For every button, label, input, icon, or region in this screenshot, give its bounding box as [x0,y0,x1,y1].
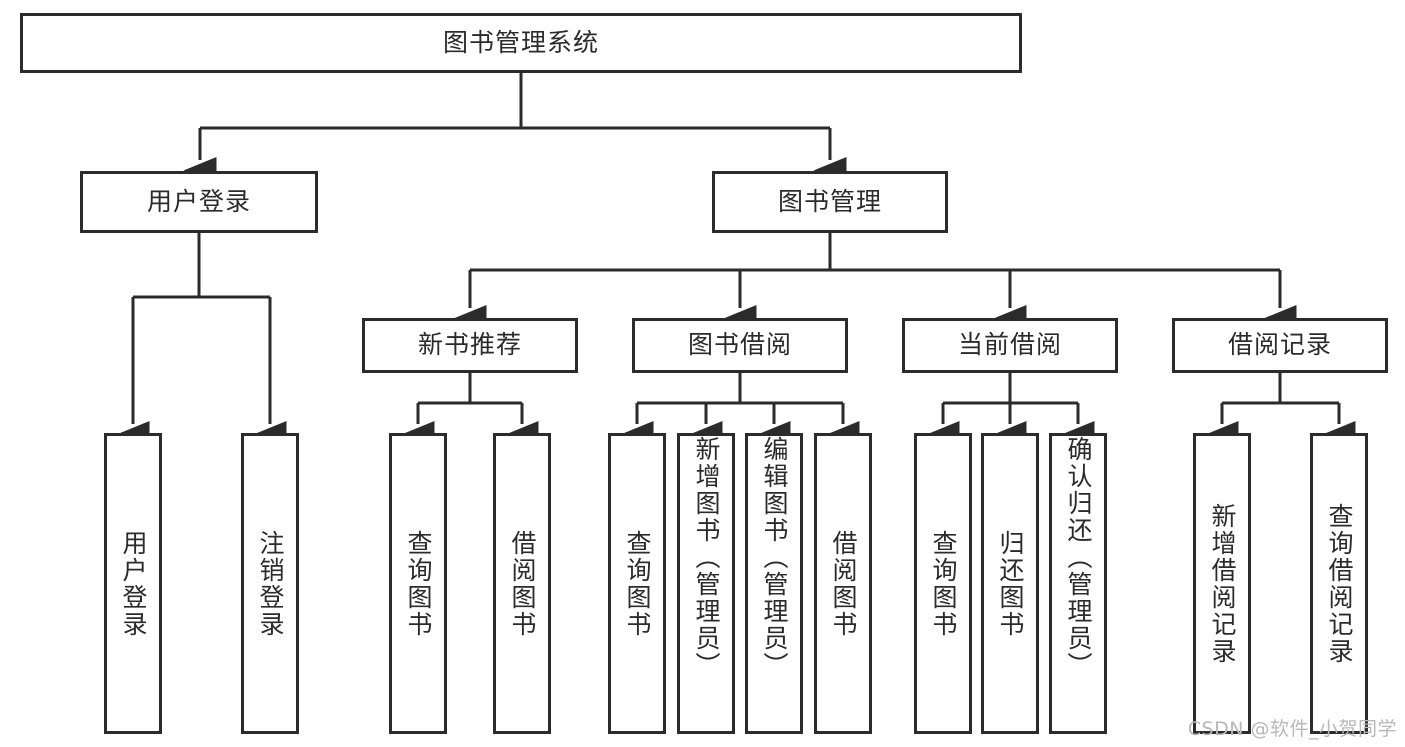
node-leaf-edit-book-label: 编辑图书（管理员） [760,436,789,679]
node-borrow-record-label: 借阅记录 [1227,330,1332,360]
node-root[interactable]: 图书管理系统 [20,13,1022,73]
node-leaf-add-record-label: 新增借阅记录 [1208,502,1237,665]
node-book-borrow[interactable]: 图书借阅 [632,318,848,373]
node-leaf-add-book-label: 新增图书（管理员） [692,436,721,679]
node-current-borrow-label: 当前借阅 [957,330,1062,360]
node-leaf-query-book-2-label: 查询图书 [623,529,652,638]
node-leaf-user-login[interactable]: 用户登录 [104,433,162,734]
node-leaf-borrow-book-2[interactable]: 借阅图书 [814,433,872,734]
node-leaf-borrow-book-2-label: 借阅图书 [829,529,858,638]
node-leaf-user-login-label: 用户登录 [119,529,148,638]
node-leaf-add-record[interactable]: 新增借阅记录 [1193,433,1251,734]
node-leaf-return-book-label: 归还图书 [996,529,1025,638]
node-leaf-query-book-2[interactable]: 查询图书 [608,433,666,734]
node-leaf-query-record-label: 查询借阅记录 [1325,502,1354,665]
node-borrow-record[interactable]: 借阅记录 [1172,318,1388,373]
node-leaf-return-book[interactable]: 归还图书 [981,433,1039,734]
node-book-manage-label: 图书管理 [777,186,882,216]
node-leaf-query-book-1[interactable]: 查询图书 [389,433,447,734]
node-leaf-confirm-return-label: 确认归还（管理员） [1064,436,1093,679]
node-leaf-user-logout[interactable]: 注销登录 [241,433,299,734]
csdn-watermark: CSDN @软件_小贺同学 [1187,718,1397,740]
node-leaf-user-logout-label: 注销登录 [256,529,285,638]
node-new-book-recommend-label: 新书推荐 [417,330,522,360]
node-leaf-add-book[interactable]: 新增图书（管理员） [677,433,735,734]
node-leaf-query-book-3-label: 查询图书 [929,529,958,638]
node-leaf-borrow-book-1[interactable]: 借阅图书 [493,433,551,734]
node-root-label: 图书管理系统 [442,27,599,57]
node-book-manage[interactable]: 图书管理 [712,171,948,233]
node-leaf-edit-book[interactable]: 编辑图书（管理员） [745,433,803,734]
node-book-borrow-label: 图书借阅 [687,330,792,360]
node-leaf-query-book-3[interactable]: 查询图书 [914,433,972,734]
node-leaf-query-record[interactable]: 查询借阅记录 [1310,433,1368,734]
node-current-borrow[interactable]: 当前借阅 [902,318,1118,373]
node-user-login[interactable]: 用户登录 [80,171,318,233]
node-new-book-recommend[interactable]: 新书推荐 [362,318,578,373]
node-user-login-label: 用户登录 [146,186,251,216]
node-leaf-borrow-book-1-label: 借阅图书 [508,529,537,638]
node-leaf-query-book-1-label: 查询图书 [404,529,433,638]
node-leaf-confirm-return[interactable]: 确认归还（管理员） [1049,433,1107,734]
